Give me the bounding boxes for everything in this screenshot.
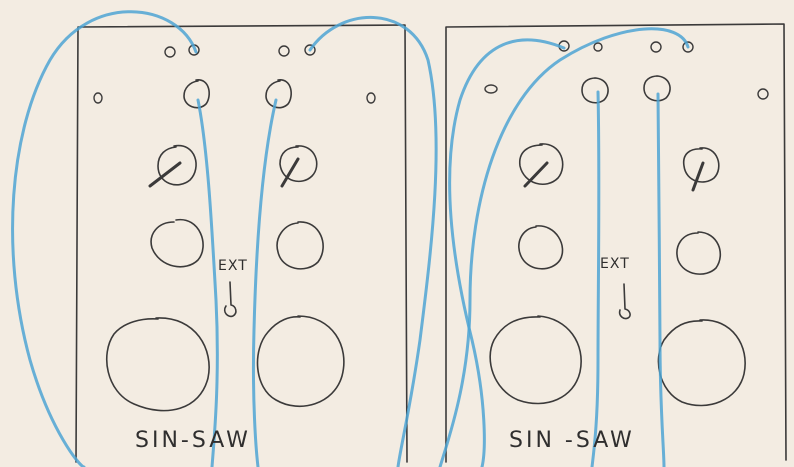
module-1-panel	[75, 24, 408, 463]
module-2-knob-mid-left	[518, 225, 564, 270]
module-2-panel	[445, 23, 787, 463]
patch-cable-6	[438, 27, 690, 467]
module-1-outline	[75, 24, 408, 463]
module-2-knob-big-right	[657, 319, 746, 407]
module-2-outline	[445, 23, 787, 463]
module-1-knob-mid-right	[276, 221, 324, 270]
module-1-jack-d	[304, 44, 316, 56]
module-2-jack-b	[593, 42, 603, 52]
module-1-title: SIN-SAW	[135, 428, 251, 453]
module-2-title: SIN -SAW	[509, 428, 635, 453]
module-1-knob-small-left	[183, 79, 210, 109]
patch-cable-1	[11, 10, 198, 467]
patch-cable-5	[448, 38, 566, 467]
patch-cable-4	[251, 98, 278, 467]
patch-cable-3	[196, 98, 219, 467]
module-1-knob-freq-right-pointer	[280, 157, 300, 188]
patch-cable-8	[656, 92, 666, 467]
module-1-knob-small-right	[265, 79, 292, 109]
module-2-jack-c	[650, 41, 662, 53]
module-2-knob-freq-left-pointer	[523, 161, 549, 188]
module-1-knob-freq-right	[279, 145, 318, 183]
module-2-knob-big-left	[489, 315, 582, 405]
module-2-knob-freq-right-pointer	[691, 161, 705, 192]
module-2-jack-d	[682, 41, 694, 53]
module-2-knob-small-left	[581, 77, 609, 104]
module-1-knob-freq-left	[157, 144, 197, 186]
module-2-ext-label: EXT	[600, 256, 630, 272]
module-2-led-left	[484, 84, 498, 94]
patch-cable-7	[590, 90, 601, 467]
patch-cables	[11, 10, 690, 467]
module-2-led-right	[757, 88, 769, 100]
module-2-knob-small-right	[643, 75, 671, 102]
module-1-knob-big-right	[256, 315, 345, 408]
module-1-ext-jack	[223, 281, 237, 318]
module-1-jack-c	[278, 45, 290, 57]
module-2-ext-jack	[618, 283, 631, 320]
module-1-knob-mid-left	[150, 219, 204, 268]
module-1-knob-freq-left-pointer	[148, 161, 182, 188]
patch-cable-2	[308, 16, 438, 467]
module-1-led-left	[93, 92, 103, 104]
module-2-knob-mid-right	[676, 231, 722, 275]
module-1-ext-label: EXT	[218, 258, 248, 274]
module-1-led-right	[366, 92, 376, 104]
module-1-knob-big-left	[106, 317, 210, 412]
module-1-jack-a	[164, 46, 176, 58]
module-2-knob-freq-left	[518, 143, 564, 186]
